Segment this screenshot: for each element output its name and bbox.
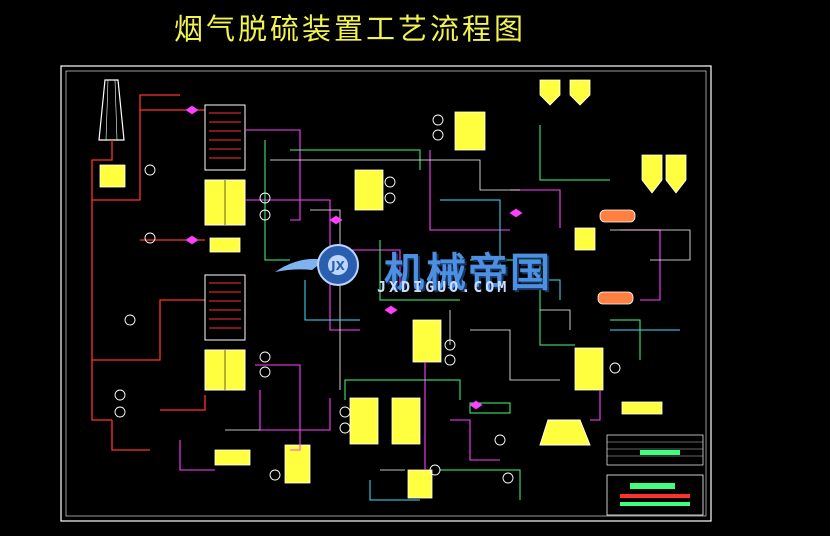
drawing-frame: [60, 65, 712, 522]
lime-slurry-tank: [354, 169, 384, 211]
water-lines: [264, 125, 641, 500]
recycle-lines: [304, 199, 680, 501]
cake-hopper: [621, 401, 663, 415]
valves: [185, 105, 523, 410]
diagram-title: 烟气脱硫装置工艺流程图: [173, 12, 526, 46]
cyclone-feed-tank: [574, 227, 596, 251]
thickener-feed-tank-1: [349, 397, 379, 445]
sump-tank: [407, 469, 433, 499]
mixing-tank: [412, 319, 442, 363]
reagent-tank: [454, 111, 486, 151]
title-block: [606, 434, 704, 516]
recycle-tank: [214, 449, 251, 466]
absorber-tower-1: [204, 104, 246, 226]
process-lines: [225, 159, 691, 471]
heat-exchangers: [597, 209, 636, 305]
pumps: [114, 114, 621, 484]
flue-gas-lines: [91, 94, 206, 451]
process-tanks: [99, 111, 663, 499]
belt-filter: [469, 402, 591, 446]
stack-drain-tank: [99, 164, 126, 188]
slurry-tank-a: [209, 237, 241, 253]
watermark-name: 机械帝国: [384, 250, 552, 296]
clarifier-tank: [574, 347, 604, 391]
chimney-stack: [98, 79, 125, 141]
thickener-feed-tank-2: [391, 397, 421, 445]
svg-text:JX: JX: [330, 259, 345, 273]
watermark-url: JXDIGUO.COM: [377, 278, 510, 296]
lime-silos: [539, 79, 687, 194]
filtrate-tank: [284, 444, 311, 484]
absorber-tower-2: [204, 274, 246, 391]
watermark-emblem: JX: [275, 244, 359, 286]
